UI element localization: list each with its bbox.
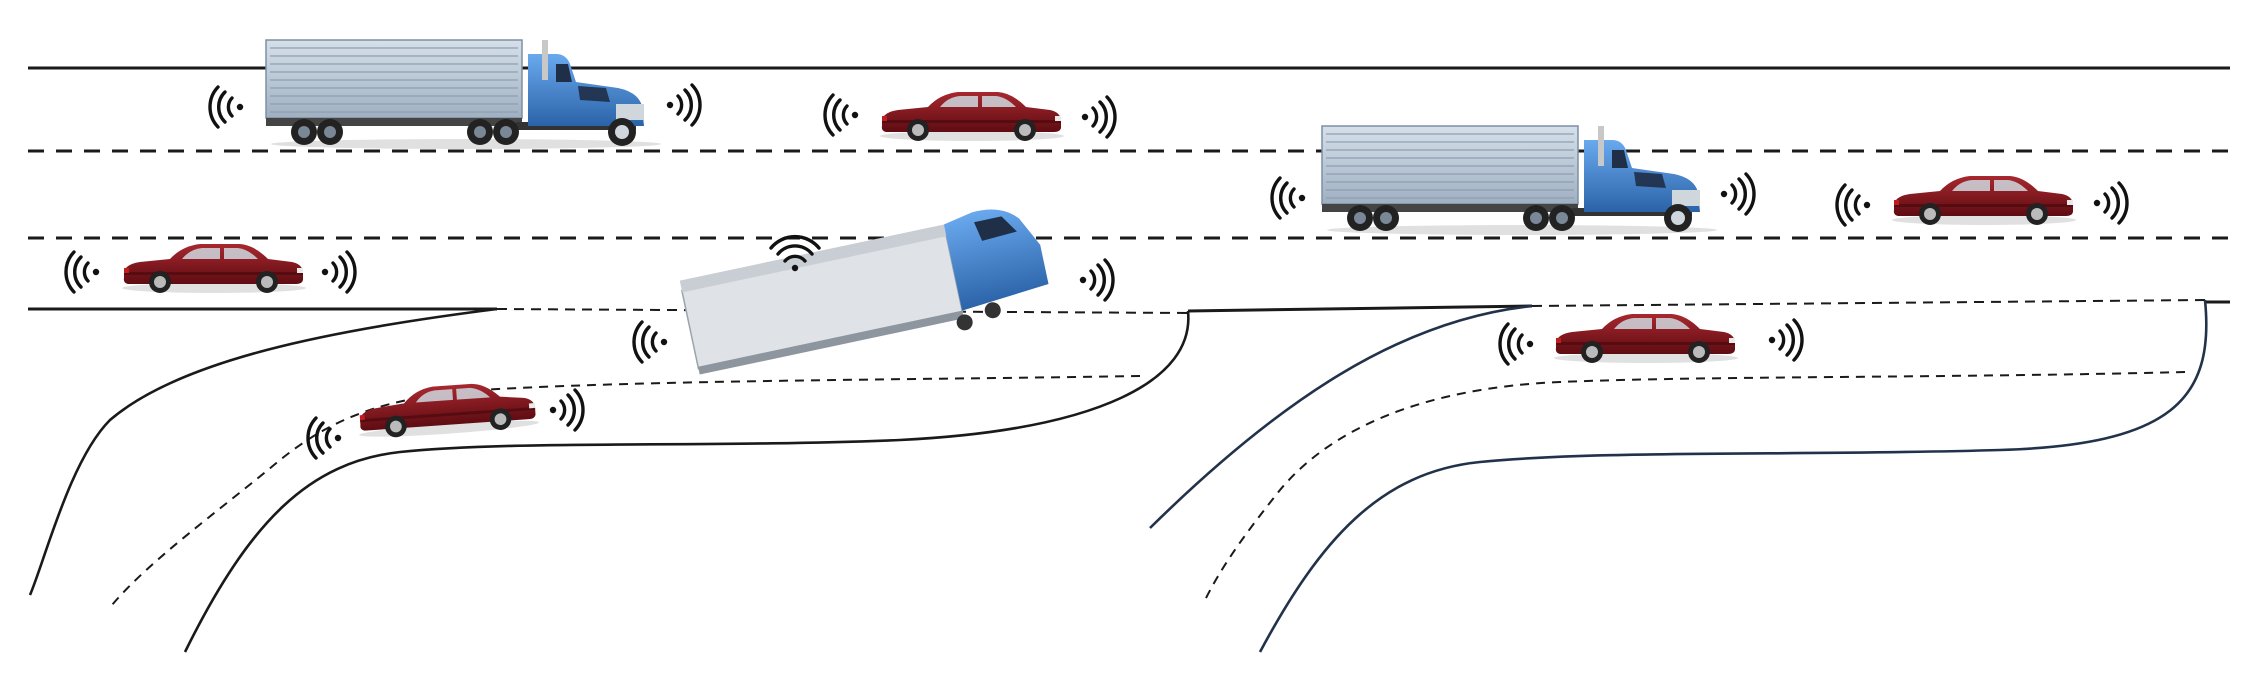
exit-ramp-inner-edge bbox=[183, 310, 1190, 653]
car-lane1-center bbox=[825, 92, 1117, 141]
signal-icon bbox=[1837, 185, 1870, 225]
entry-ramp-right bbox=[1149, 299, 2208, 653]
entry-ramp-center-dashed bbox=[1204, 371, 2186, 601]
signal-icon bbox=[1500, 324, 1533, 364]
highway-bottom-edge-middle bbox=[1187, 304, 1533, 313]
exit-ramp-left bbox=[28, 307, 1190, 653]
highway-bottom-edge-gore-dashed-2 bbox=[1531, 299, 2206, 307]
signal-icon bbox=[548, 388, 585, 432]
car-lane3-left bbox=[66, 244, 357, 294]
entry-ramp-outer-edge bbox=[1149, 304, 1533, 529]
truck-lane2-right bbox=[1272, 125, 1756, 236]
signal-icon bbox=[2092, 181, 2129, 225]
signal-icon bbox=[320, 250, 357, 294]
truck-lane1-left bbox=[210, 39, 702, 150]
signal-icon bbox=[1078, 258, 1115, 302]
signal-icon bbox=[634, 322, 667, 362]
exit-ramp-center-dashed bbox=[111, 375, 1141, 606]
signal-icon bbox=[1719, 172, 1756, 216]
signal-icon bbox=[665, 83, 702, 127]
signal-icon bbox=[1080, 95, 1117, 139]
signal-icon bbox=[210, 87, 243, 127]
exit-ramp-outer-edge bbox=[28, 307, 498, 596]
signal-icon bbox=[1767, 318, 1804, 362]
car-entry-ramp bbox=[1500, 314, 1804, 364]
signal-icon bbox=[825, 95, 858, 135]
signal-icon bbox=[769, 234, 821, 272]
car-lane2-far-right bbox=[1837, 176, 2129, 225]
signal-icon bbox=[1272, 178, 1305, 218]
truck-jackknifed bbox=[634, 209, 1115, 375]
signal-icon bbox=[66, 252, 99, 292]
entry-ramp-inner-edge bbox=[1258, 299, 2208, 653]
